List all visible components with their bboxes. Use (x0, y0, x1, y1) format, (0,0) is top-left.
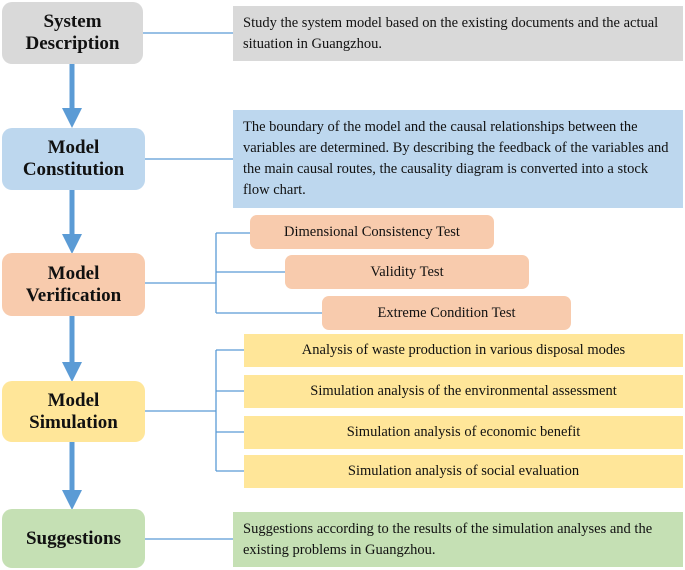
simulation-item-label: Analysis of waste production in various … (301, 342, 626, 358)
verification-item: Extreme Condition Test (322, 296, 571, 330)
stage-title-line2: Description (25, 33, 120, 54)
stage-model-constitution: Model Constitution (2, 128, 145, 190)
stage-title-line2: Simulation (29, 411, 118, 433)
description-suggestions: Suggestions according to the results of … (233, 512, 683, 567)
simulation-item-label: Simulation analysis of social evaluation (347, 463, 580, 479)
stage-title-line1: Model (47, 389, 100, 411)
description-constitution-text: The boundary of the model and the causal… (243, 119, 669, 198)
stage-model-verification: Model Verification (2, 253, 145, 316)
connector-verification-bracket (145, 232, 322, 314)
verification-item-label: Extreme Condition Test (377, 304, 516, 321)
stage-title-line1: Model (47, 137, 100, 158)
stage-title-line1: Suggestions (25, 527, 122, 549)
stage-suggestions: Suggestions (2, 509, 145, 568)
description-suggestions-text: Suggestions according to the results of … (243, 520, 653, 558)
stage-title-line2: Verification (25, 284, 122, 306)
description-system: Study the system model based on the exis… (233, 6, 683, 61)
verification-item: Dimensional Consistency Test (250, 215, 494, 249)
simulation-item: Simulation analysis of economic benefit (244, 416, 683, 449)
verification-item-label: Dimensional Consistency Test (284, 223, 460, 240)
verification-item-label: Validity Test (370, 263, 444, 280)
connector-simulation-bracket (145, 349, 244, 472)
verification-item: Validity Test (285, 255, 529, 289)
stage-model-simulation: Model Simulation (2, 381, 145, 442)
description-constitution: The boundary of the model and the causal… (233, 110, 683, 208)
stage-system-description: System Description (2, 2, 143, 64)
simulation-item-label: Simulation analysis of economic benefit (346, 424, 581, 440)
stage-title-line1: System (43, 11, 102, 32)
simulation-item: Analysis of waste production in various … (244, 334, 683, 367)
description-system-text: Study the system model based on the exis… (243, 14, 659, 52)
stage-title-line2: Constitution (22, 159, 125, 180)
stage-title-line1: Model (47, 262, 100, 284)
simulation-item-label: Simulation analysis of the environmental… (310, 383, 617, 399)
simulation-item: Simulation analysis of social evaluation (244, 455, 683, 488)
simulation-item: Simulation analysis of the environmental… (244, 375, 683, 408)
